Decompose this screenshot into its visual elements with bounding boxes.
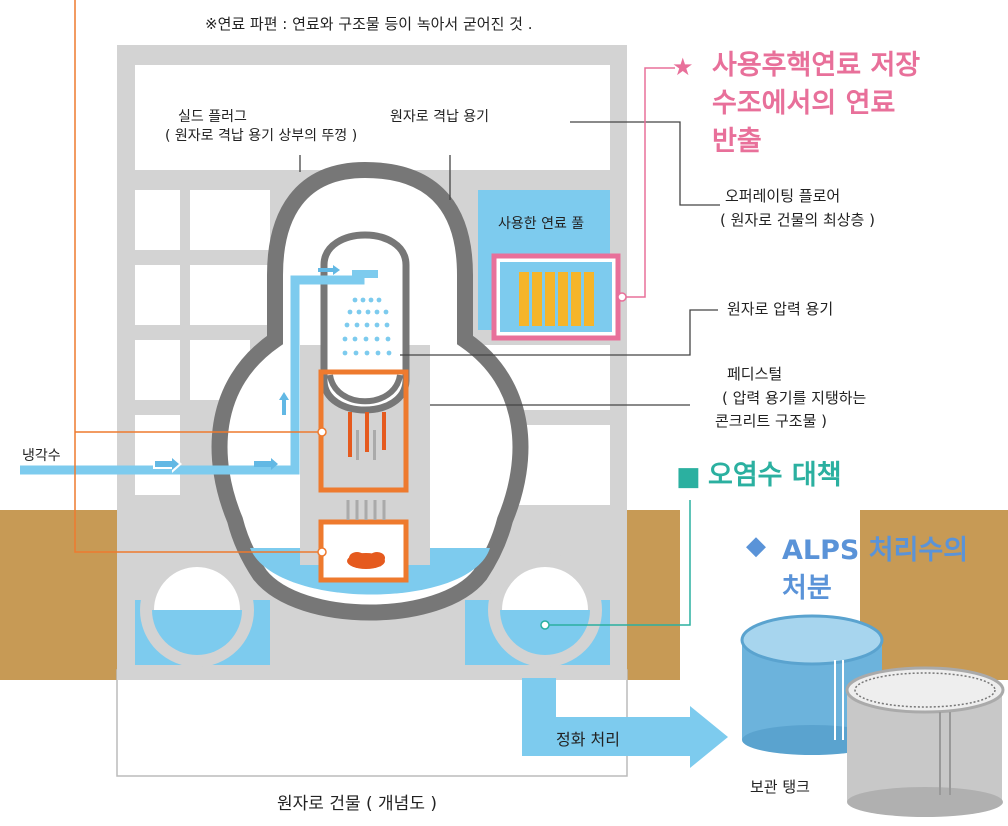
cooling-water-label: 냉각수 — [22, 448, 61, 464]
leader-lines — [299, 121, 720, 406]
spray-nozzle — [352, 270, 378, 278]
left-room — [135, 340, 180, 400]
torus-left-water — [152, 610, 242, 655]
alps-title-2: 처분 — [782, 573, 832, 604]
pedestal-sublabel-1: ( 압력 용기를 지탱하는 — [722, 389, 867, 407]
flow-arrows — [153, 265, 340, 473]
debris-marker — [317, 547, 327, 557]
storage-tank-front — [845, 666, 1005, 817]
storage-tank-label: 보관 탱크 — [750, 778, 810, 796]
operating-floor-sublabel: ( 원자로 건물의 최상층 ) — [720, 211, 875, 229]
debris-leader-lines — [74, 0, 322, 553]
fuel-removal-title-2: 수조에서의 연료 — [712, 88, 896, 119]
left-room — [190, 265, 270, 325]
shield-plug-sublabel: ( 원자로 격납 용기 상부의 뚜껑 ) — [165, 128, 358, 144]
operating-floor-room — [135, 65, 610, 170]
debris-marker — [317, 427, 327, 437]
pressure-vessel-bottom — [327, 374, 403, 405]
core-debris-box-lower — [318, 519, 409, 583]
left-room — [135, 190, 180, 250]
alps-title-1: ALPS 처리수의 — [782, 535, 969, 566]
spray-droplets — [342, 297, 392, 356]
operating-floor-label: 오퍼레이팅 플로어 — [725, 187, 841, 205]
containment-vessel-label: 원자로 격납 용기 — [390, 109, 490, 125]
left-room — [135, 265, 180, 325]
fuel-removal-marker — [617, 292, 627, 302]
left-room — [135, 415, 180, 495]
diamond-icon: ◆ — [746, 531, 766, 561]
spent-fuel-rods — [519, 272, 594, 326]
fuel-debris — [369, 552, 385, 564]
star-icon: ★ — [672, 53, 694, 81]
ground-right — [860, 510, 1008, 680]
fuel-removal-leader — [622, 67, 675, 298]
pressure-vessel — [320, 231, 410, 414]
lower-piping — [346, 500, 386, 520]
spent-fuel-rack-water — [500, 262, 612, 332]
control-rods — [348, 412, 386, 460]
left-room — [190, 190, 270, 250]
fuel-removal-title-3: 반출 — [712, 126, 762, 157]
shield-plug-label: 실드 플러그 — [178, 109, 247, 125]
torus-right-water — [500, 610, 590, 655]
fuel-debris-note: ※연료 파편 : 연료와 구조물 등이 녹아서 굳어진 것 . — [205, 15, 533, 33]
contaminated-water-title: 오염수 대책 — [708, 460, 842, 491]
building-caption: 원자로 건물 ( 개념도 ) — [277, 794, 437, 814]
fuel-debris — [349, 552, 365, 564]
fuel-removal-title-1: 사용후핵연료 저장 — [712, 50, 921, 81]
pedestal-sublabel-2: 콘크리트 구조물 ) — [715, 412, 827, 430]
contaminated-water-leader — [545, 500, 691, 626]
contaminated-water-marker — [540, 620, 550, 630]
purification-arrow — [522, 678, 728, 768]
pressure-vessel-label: 원자로 압력 용기 — [727, 300, 834, 318]
spent-fuel-pool-label: 사용한 연료 풀 — [498, 216, 585, 232]
purification-label: 정화 처리 — [556, 730, 620, 749]
pedestal-label: 페디스털 — [727, 365, 783, 383]
cooling-water-pipe — [20, 275, 365, 475]
square-icon: ■ — [676, 462, 701, 492]
